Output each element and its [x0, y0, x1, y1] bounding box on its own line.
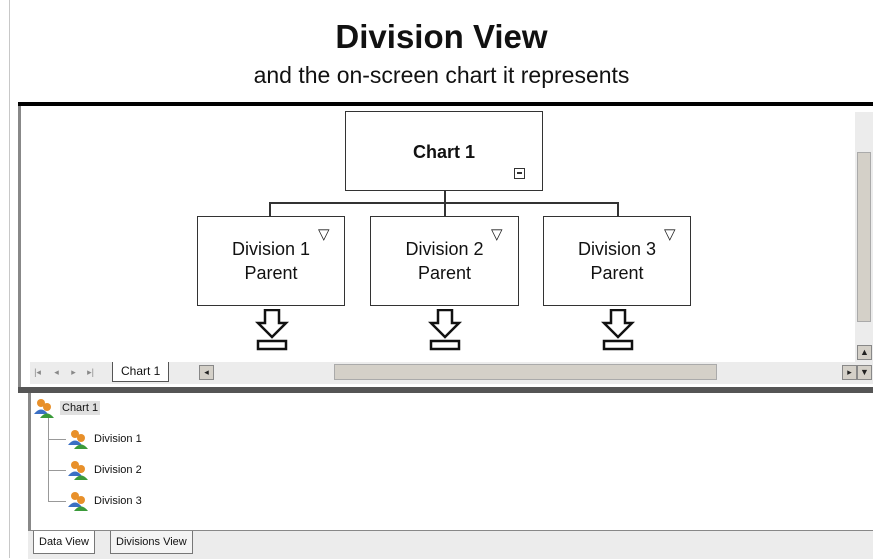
- division-box-2[interactable]: Division 2 Parent ▽: [370, 216, 519, 306]
- pane-splitter[interactable]: [18, 387, 873, 393]
- tab-divisions-view[interactable]: Divisions View: [110, 531, 193, 554]
- sheet-tab-chart-1[interactable]: Chart 1: [112, 362, 170, 382]
- division-icon: [68, 461, 88, 480]
- division-box-1-line2: Parent: [244, 263, 298, 283]
- last-sheet-icon[interactable]: ▸|: [87, 367, 94, 377]
- tree-guide-line: [48, 418, 49, 502]
- division-icon: [68, 430, 88, 449]
- next-sheet-icon[interactable]: ▸: [71, 367, 76, 377]
- root-chart-box[interactable]: Chart 1: [345, 111, 543, 191]
- tree-node-root-label: Chart 1: [60, 401, 101, 415]
- division-box-1[interactable]: Division 1 Parent ▽: [197, 216, 345, 306]
- division-menu-icon[interactable]: ▽: [491, 226, 503, 243]
- prev-sheet-icon[interactable]: ◂: [54, 367, 59, 377]
- drill-down-icon[interactable]: [601, 309, 635, 351]
- division-box-2-line2: Parent: [417, 263, 472, 283]
- tree-node-label: Division 1: [94, 433, 142, 445]
- tree-node-division[interactable]: Division 1: [67, 428, 142, 450]
- drill-down-icon[interactable]: [428, 309, 462, 351]
- tree-node-label: Division 3: [94, 495, 142, 507]
- division-menu-icon[interactable]: ▽: [664, 226, 676, 243]
- division-box-3-line2: Parent: [590, 263, 644, 283]
- scroll-right-button[interactable]: ▸: [842, 365, 857, 380]
- division-box-2-line1: Division 2: [405, 239, 484, 259]
- page-title: Division View: [335, 18, 548, 55]
- division-box-3[interactable]: Division 3 Parent ▽: [543, 216, 691, 306]
- window-border: [9, 0, 873, 558]
- root-chart-label: Chart 1: [412, 142, 475, 162]
- collapse-icon[interactable]: [514, 168, 525, 179]
- tree-guide-line: [48, 501, 66, 502]
- connector-division-2: [444, 202, 446, 216]
- vertical-scrollbar[interactable]: [855, 112, 873, 362]
- first-sheet-icon[interactable]: |◂: [34, 367, 41, 377]
- header: Division View and the on-screen chart it…: [10, 0, 873, 104]
- connector-horizontal: [269, 202, 617, 204]
- tree-node-root[interactable]: Chart 1: [33, 397, 101, 419]
- scroll-down-button[interactable]: ▼: [857, 365, 872, 380]
- org-chart-icon: [34, 399, 54, 418]
- connector-vertical-root: [444, 191, 446, 203]
- division-menu-icon[interactable]: ▽: [318, 226, 330, 243]
- connector-division-1: [269, 202, 271, 216]
- division-box-3-line1: Division 3: [577, 239, 657, 259]
- horizontal-scrollbar[interactable]: [334, 364, 717, 380]
- tree-node-division[interactable]: Division 2: [67, 459, 142, 481]
- scroll-up-button[interactable]: ▲: [857, 345, 872, 360]
- division-icon: [68, 492, 88, 511]
- tab-data-view[interactable]: Data View: [33, 531, 95, 554]
- scroll-left-button[interactable]: ◂: [199, 365, 214, 380]
- view-tab-bar: Data View Divisions View: [28, 530, 873, 559]
- division-box-1-line1: Division 1: [231, 239, 311, 259]
- page-subtitle: and the on-screen chart it represents: [253, 62, 630, 88]
- connector-division-3: [617, 202, 619, 216]
- tree-node-label: Division 2: [94, 464, 142, 476]
- vertical-scroll-thumb[interactable]: [857, 152, 871, 322]
- tree-guide-line: [48, 439, 66, 440]
- drill-down-icon[interactable]: [255, 309, 289, 351]
- division-tree: Chart 1 Division 1 Division 2 Division 3: [28, 393, 873, 530]
- header-divider: [18, 102, 873, 106]
- chart-canvas[interactable]: Chart 1 Division 1 Parent ▽ Division 2 P…: [18, 106, 873, 388]
- tree-guide-line: [48, 470, 66, 471]
- tree-node-division[interactable]: Division 3: [67, 490, 142, 512]
